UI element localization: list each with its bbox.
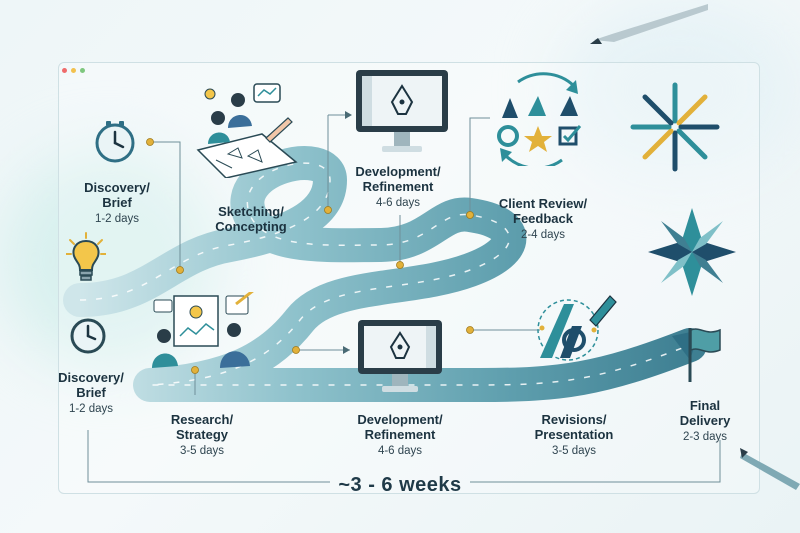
stage-duration: 2-4 days <box>520 228 566 241</box>
milestone-dot <box>191 366 199 374</box>
stage-label-development-bottom: Development/ Refinement 4-6 days <box>340 412 460 458</box>
stage-title: Feedback <box>513 211 573 227</box>
stage-duration: 1-2 days <box>94 212 140 225</box>
background-glow-right <box>560 0 800 180</box>
starburst-logo-icon <box>630 82 720 172</box>
stage-duration: 3-5 days <box>179 444 225 457</box>
stage-label-final-delivery: Final Delivery 2-3 days <box>660 398 750 444</box>
clock-icon <box>70 318 106 354</box>
window-dot-yellow <box>71 68 76 73</box>
stage-label-development-top: Development/ Refinement 4-6 days <box>338 164 458 210</box>
lightbulb-icon <box>66 232 106 281</box>
monitor-pen-tool-icon <box>356 70 448 152</box>
pencil-icon <box>740 448 800 490</box>
monitor-pen-tool-icon <box>358 320 442 392</box>
stage-label-revisions: Revisions/ Presentation 3-5 days <box>518 412 630 458</box>
star-logo-icon <box>648 208 736 296</box>
window-dots <box>62 68 85 73</box>
clock-icon <box>95 121 135 163</box>
logo-variations-icon <box>497 72 582 166</box>
milestone-dot <box>396 261 404 269</box>
stage-title: Final <box>689 398 721 413</box>
stage-duration: 4-6 days <box>377 444 423 457</box>
arrow-head <box>343 346 350 354</box>
stage-title: Strategy <box>175 427 229 443</box>
stage-title: Research/ <box>170 412 234 427</box>
stage-duration: 4-6 days <box>375 196 421 209</box>
logo-pen-icon <box>537 295 617 361</box>
milestone-dot <box>466 326 474 334</box>
bracket-right <box>470 440 721 483</box>
milestone-dot <box>146 138 154 146</box>
stage-title: Delivery <box>679 413 731 429</box>
connector-line <box>469 117 490 215</box>
stage-title: Refinement <box>364 427 436 443</box>
stage-title: Concepting <box>215 219 287 235</box>
stage-title: Brief <box>76 385 106 401</box>
milestone-dot <box>466 211 474 219</box>
stage-duration: 1-2 days <box>68 402 114 415</box>
arrow-head <box>345 111 352 119</box>
road-centerline <box>79 162 691 386</box>
stage-title: Discovery/ <box>84 180 150 195</box>
stage-duration: 2-3 days <box>682 430 728 443</box>
stage-title: Presentation <box>534 427 614 443</box>
stage-title: Development/ <box>355 164 441 179</box>
milestone-dot <box>292 346 300 354</box>
stage-title: Sketching/ <box>218 204 284 219</box>
sketching-team-illustration <box>196 83 298 178</box>
stage-title: Development/ <box>357 412 443 427</box>
stage-title: Client Review/ <box>498 196 588 211</box>
stage-title: Discovery/ <box>58 370 124 385</box>
bracket-left <box>87 430 330 483</box>
stage-title: Brief <box>102 195 132 211</box>
window-dot-red <box>62 68 67 73</box>
stage-label-client-review: Client Review/ Feedback 2-4 days <box>480 196 606 242</box>
connector-line <box>150 141 181 270</box>
pencil-icon <box>590 4 708 44</box>
milestone-dot <box>176 266 184 274</box>
stage-duration: 3-5 days <box>551 444 597 457</box>
stage-title: Revisions/ <box>541 412 607 427</box>
research-team-illustration <box>152 292 254 368</box>
stage-label-discovery-top: Discovery/ Brief 1-2 days <box>72 180 162 226</box>
stage-label-discovery-bottom: Discovery/ Brief 1-2 days <box>46 370 136 416</box>
stage-label-research: Research/ Strategy 3-5 days <box>152 412 252 458</box>
stage-title: Refinement <box>362 179 434 195</box>
milestone-dot <box>324 206 332 214</box>
total-duration: ~3 - 6 weeks <box>338 474 462 496</box>
window-dot-green <box>80 68 85 73</box>
flag-icon <box>688 328 721 382</box>
stage-label-sketching: Sketching/ Concepting <box>196 204 306 235</box>
